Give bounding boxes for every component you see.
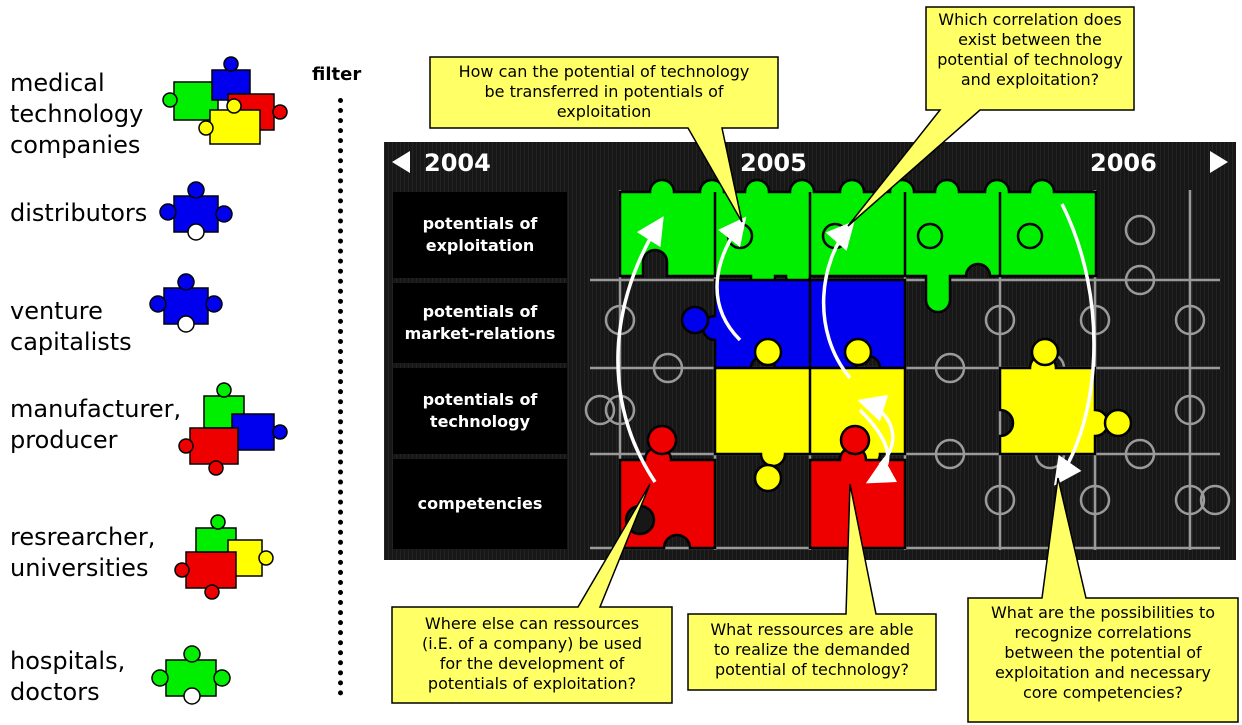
row-label-competencies: competencies (393, 459, 567, 549)
callout-bottom-right-text: What are the possibilities to recognize … (990, 603, 1216, 702)
year-2006: 2006 (1090, 149, 1157, 177)
stakeholder-medical-technology: medical technology companies (10, 69, 144, 159)
row-label-market-relations: potentials of market-relations (393, 283, 567, 363)
callout-top-right-text: Which correlation does exist between the… (937, 10, 1123, 89)
manufacturer-puzzle-icon (178, 382, 288, 476)
venture-capitalists-puzzle-icon (149, 273, 223, 333)
callout-top-right (847, 6, 1135, 227)
researcher-puzzle-icon (174, 514, 274, 600)
stakeholder-distributors: distributors (10, 199, 148, 227)
callout-bottom-right (967, 477, 1239, 723)
timeline-next-arrow-icon[interactable] (1210, 151, 1228, 173)
callout-bottom-mid (687, 483, 937, 691)
timeline-prev-arrow-icon[interactable] (392, 151, 410, 173)
filter-label: filter (312, 64, 362, 85)
stakeholder-venture-capitalists: venture capitalists (10, 297, 132, 356)
stakeholder-hospitals: hospitals, doctors (10, 647, 126, 706)
relation-arrows (616, 203, 1096, 486)
row-label-exploitation: potentials of exploitation (393, 192, 567, 278)
callout-bubbles (391, 6, 1239, 723)
technology-pieces (713, 337, 1133, 493)
filter-divider (338, 98, 343, 696)
stakeholder-puzzle-icons (149, 56, 288, 705)
distributors-puzzle-icon (159, 181, 233, 241)
callout-bottom-left (391, 483, 673, 704)
callout-top-left (429, 56, 779, 223)
hospitals-puzzle-icon (151, 645, 231, 705)
stakeholder-manufacturer: manufacturer, producer (10, 395, 182, 454)
row-label-technology: potentials of technology (393, 368, 567, 454)
callout-bottom-mid-text: What ressources are able to realize the … (710, 620, 914, 679)
medical-tech-puzzle-icon (162, 56, 288, 145)
year-2004: 2004 (424, 149, 491, 177)
callout-top-left-text: How can the potential of technology be t… (458, 62, 750, 121)
year-2005: 2005 (740, 149, 807, 177)
stakeholder-researcher: resrearcher, universities (10, 523, 156, 582)
callout-bottom-left-text: Where else can ressources (i.E. of a com… (421, 614, 643, 693)
